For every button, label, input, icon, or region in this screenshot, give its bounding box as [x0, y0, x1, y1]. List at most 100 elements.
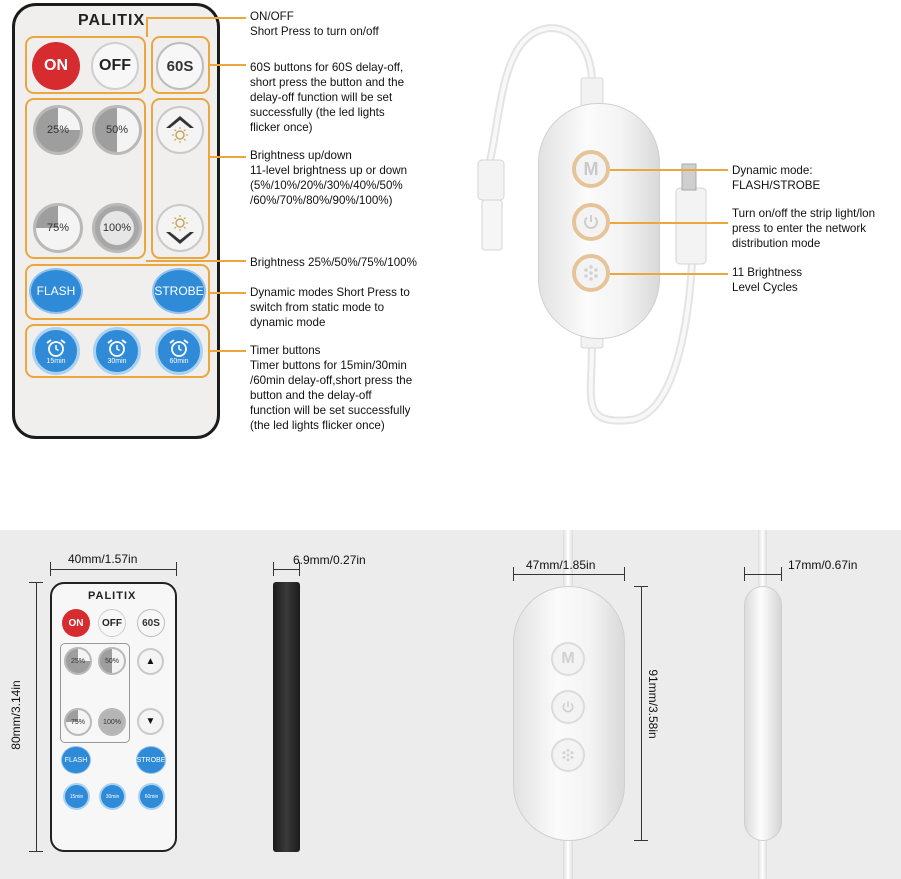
dim-tick: [634, 586, 648, 587]
flash-button[interactable]: FLASH: [29, 268, 83, 314]
s60-group-box: [151, 36, 210, 94]
alarm-clock-icon: [46, 338, 66, 357]
small-off-button: OFF: [98, 609, 126, 637]
brightness-50-button[interactable]: 50%: [92, 105, 142, 155]
dim-tick: [624, 567, 625, 581]
brightness-levels-group-box: [25, 98, 146, 259]
leader-line-controller-power: [610, 222, 728, 224]
onoff-group-box: [25, 36, 146, 94]
small-timer-60-label: 60min: [144, 793, 159, 800]
small-timer-60: 60min: [138, 783, 165, 810]
leader-line-dynamic: [210, 292, 246, 294]
dim-line-controller-height: [641, 586, 642, 841]
dim-remote-height: 80mm/3.14in: [9, 680, 23, 750]
small-brightness-25-label: 25%: [70, 657, 85, 665]
dim-line-controller-thickness: [744, 574, 782, 575]
small-timer-30: 30min: [99, 783, 126, 810]
timer-30min-label: 30min: [107, 357, 127, 365]
dim-line-remote-width: [50, 569, 177, 570]
small-timer-30-label: 30min: [105, 793, 120, 800]
controller-side-cable-top: [758, 530, 767, 600]
dim-tick: [29, 851, 43, 852]
dim-controller-thickness: 17mm/0.67in: [788, 558, 858, 572]
brightness-75-label: 75%: [46, 222, 70, 234]
alarm-clock-icon: [169, 338, 189, 357]
brightness-down-button[interactable]: [156, 204, 204, 252]
dim-tick: [50, 562, 51, 576]
brightness-50-label: 50%: [105, 124, 129, 136]
annotation-controller-dynamic: Dynamic mode: FLASH/STROBE: [732, 164, 821, 192]
timer-60min-label: 60min: [169, 357, 189, 365]
power-icon: [584, 215, 598, 229]
annotation-dynamic-modes: Dynamic modes Short Press to switch from…: [250, 286, 410, 329]
dim-tick: [273, 562, 274, 576]
brightness-dots-icon: [562, 748, 574, 762]
annotation-brightness-levels: Brightness 25%/50%/75%/100%: [250, 256, 417, 269]
controller-front-cable-top: [563, 530, 573, 600]
brightness-25-label: 25%: [46, 124, 70, 136]
brightness-up-icon: [166, 116, 194, 143]
annotation-controller-brightness: 11 Brightness Level Cycles: [732, 266, 803, 294]
small-brightness-25: 25%: [64, 647, 92, 675]
small-brightness-75-label: 75%: [70, 718, 85, 726]
dim-tick: [299, 562, 300, 576]
timer-60min-button[interactable]: 60min: [155, 327, 203, 375]
strobe-button[interactable]: STROBE: [152, 268, 206, 314]
small-strobe-button: STROBE: [136, 746, 166, 774]
small-controller-m-button: M: [551, 642, 585, 676]
annotation-controller-power: Turn on/off the strip light/lon press to…: [732, 207, 876, 250]
small-brightness-down: ▼: [137, 708, 164, 735]
brightness-75-button[interactable]: 75%: [33, 203, 83, 253]
small-brightness-50-label: 50%: [104, 657, 119, 665]
small-remote-brand-logo: PALITIX: [88, 590, 137, 602]
remote-brand-logo: PALITIX: [78, 12, 146, 29]
timer-15min-button[interactable]: 15min: [32, 327, 80, 375]
brightness-dots-icon: [584, 265, 598, 281]
alarm-clock-icon: [107, 338, 127, 357]
dim-line-remote-thickness: [273, 569, 300, 570]
annotation-60s: 60S buttons for 60S delay-off, short pre…: [250, 61, 405, 134]
on-button[interactable]: ON: [32, 42, 80, 90]
small-controller-brightness-button: [551, 738, 585, 772]
small-up-arrow-icon: ▲: [145, 656, 156, 667]
dim-tick: [176, 562, 177, 576]
dim-tick: [29, 582, 43, 583]
controller-side-view: [744, 586, 782, 841]
small-on-button: ON: [62, 609, 90, 637]
brightness-updown-group-box: [151, 98, 210, 259]
off-button[interactable]: OFF: [91, 42, 139, 90]
small-brightness-100: 100%: [98, 708, 126, 736]
timer-group-box: [25, 324, 210, 378]
dim-remote-thickness: 6.9mm/0.27in: [293, 553, 366, 567]
dim-line-controller-width: [513, 574, 625, 575]
dim-tick: [634, 840, 648, 841]
timer-30min-button[interactable]: 30min: [93, 327, 141, 375]
annotation-timer: Timer buttons Timer buttons for 15min/30…: [250, 344, 413, 432]
controller-brightness-button[interactable]: [572, 254, 610, 292]
dim-controller-width: 47mm/1.85in: [526, 558, 596, 572]
brightness-down-icon: [166, 215, 194, 244]
annotation-brightness-updown: Brightness up/down 11-level brightness u…: [250, 149, 408, 207]
controller-power-button[interactable]: [572, 203, 610, 241]
small-controller-power-button: [551, 690, 585, 724]
small-brightness-100-label: 100%: [103, 718, 121, 726]
small-brightness-50: 50%: [98, 647, 126, 675]
dim-tick: [744, 567, 745, 581]
delay-60s-button[interactable]: 60S: [156, 42, 204, 90]
leader-line-60s: [210, 64, 246, 66]
dim-tick: [781, 567, 782, 581]
annotation-onoff: ON/OFF Short Press to turn on/off: [250, 10, 379, 38]
remote-side-view: [273, 582, 300, 852]
brightness-up-button[interactable]: [156, 106, 204, 154]
leader-line-updown: [210, 156, 246, 158]
brightness-25-button[interactable]: 25%: [33, 105, 83, 155]
leader-line-controller-brightness: [610, 273, 728, 275]
controller-side-cable-bottom: [758, 830, 767, 879]
leader-line-onoff: [146, 17, 246, 19]
small-brightness-75: 75%: [64, 708, 92, 736]
controller-mode-m-button[interactable]: M: [572, 150, 610, 188]
small-flash-button: FLASH: [61, 746, 91, 774]
brightness-100-button[interactable]: 100%: [92, 203, 142, 253]
leader-line-timer: [210, 350, 246, 352]
small-timer-15: 15min: [63, 783, 90, 810]
